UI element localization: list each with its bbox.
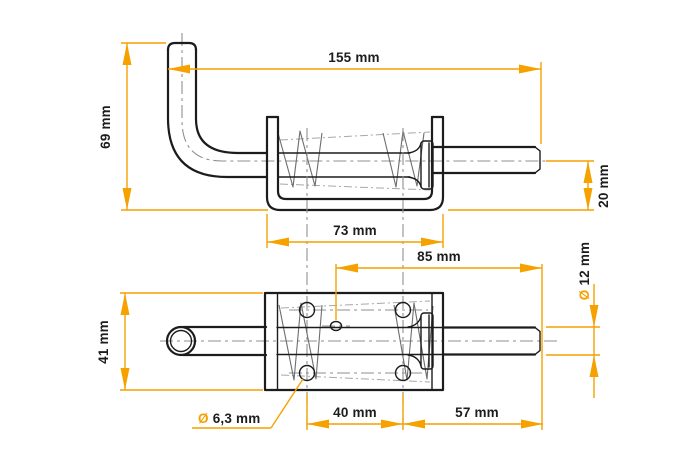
handle-inner-edge — [194, 47, 269, 155]
arrow-right-icon — [520, 263, 542, 273]
dimension-pin-diameter: Ø12 mm — [546, 242, 600, 398]
arrow-right-icon — [519, 64, 541, 74]
top-view — [160, 291, 558, 392]
dimension-handle-height: 69 mm — [98, 42, 268, 211]
leader-line — [270, 378, 304, 429]
arrow-down-icon — [122, 188, 132, 210]
arrow-up-icon — [589, 355, 599, 377]
arrow-up-icon — [120, 293, 130, 315]
mounting-hole-bottom-right — [394, 364, 412, 382]
tube-end-outer-circle — [165, 325, 197, 357]
side-view — [166, 33, 558, 212]
arrow-down-icon — [583, 188, 593, 210]
arrow-up-icon — [122, 43, 132, 65]
dimension-hole-spacing: 40 mm — [306, 394, 404, 430]
handle-top-cap — [166, 41, 198, 52]
dimension-label: 20 mm — [596, 164, 611, 208]
arrow-right-icon — [381, 419, 403, 429]
arrow-left-icon — [168, 64, 190, 74]
bolt-head-face-2 — [420, 312, 434, 370]
dimension-pin-center-offset: 20 mm — [448, 160, 611, 211]
diameter-symbol: Ø — [577, 290, 592, 301]
diameter-symbol: Ø — [198, 411, 209, 426]
pin-chamfered-end-2 — [534, 326, 541, 356]
dimension-body-width: 41 mm — [96, 292, 263, 391]
spring-envelope-top-line — [279, 131, 431, 141]
dimension-label: 69 mm — [98, 105, 113, 149]
dimension-pin-length: 57 mm — [403, 405, 543, 429]
handle-outer-edge — [166, 47, 269, 179]
pin-chamfered-end — [534, 146, 541, 174]
dimension-bracket-length: 73 mm — [266, 214, 444, 248]
housing-body — [263, 291, 445, 392]
pin-stop-hole — [329, 320, 343, 332]
dimension-label: 57 mm — [455, 405, 499, 420]
dimension-pin-extension: 85 mm — [335, 249, 543, 430]
dimension-label: Ø12 mm — [577, 242, 592, 300]
arrow-left-icon — [307, 419, 329, 429]
side-view-centerline — [181, 33, 558, 162]
dimension-label: 73 mm — [333, 223, 377, 238]
arrow-left-icon — [336, 263, 358, 273]
mounting-hole-bottom-left — [298, 364, 316, 382]
dimension-label: 40 mm — [333, 405, 377, 420]
arrow-down-icon — [120, 368, 130, 390]
tube-end-inner-circle — [169, 329, 193, 353]
spring-envelope-bottom-line — [279, 183, 431, 191]
dimension-label: 155 mm — [328, 50, 379, 65]
dimension-label: 85 mm — [417, 249, 461, 264]
mounting-hole-top-right — [394, 301, 412, 319]
arrow-right-icon — [521, 419, 543, 429]
arrow-up-icon — [583, 161, 593, 183]
arrow-right-icon — [421, 237, 443, 247]
arrow-left-icon — [403, 419, 425, 429]
arrow-down-icon — [589, 305, 599, 327]
bracket-outer-profile — [265, 115, 445, 212]
bracket-inner-profile — [276, 115, 434, 201]
spring-coil-left — [277, 130, 323, 188]
dimension-label: 41 mm — [96, 320, 111, 364]
arrow-left-icon — [267, 237, 289, 247]
dimension-overall-length: 155 mm — [168, 50, 542, 144]
mounting-hole-top-left — [298, 301, 316, 319]
